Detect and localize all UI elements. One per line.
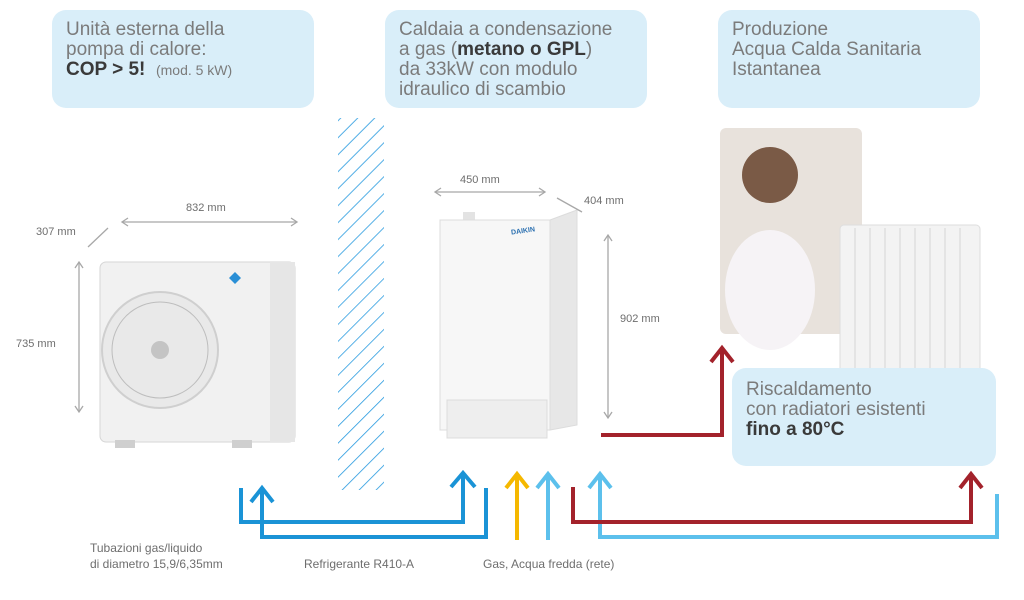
refrigerant-label: Refrigerante R410-A — [304, 557, 415, 571]
callout-text: Caldaia a condensazione — [399, 19, 613, 40]
label-text: di diametro 15,9/6,35mm — [90, 557, 223, 571]
callout-text: con radiatori esistenti — [746, 399, 926, 420]
outdoor-unit-callout: Unità esterna della pompa di calore: COP… — [52, 10, 314, 108]
fuel-highlight: metano o GPL — [457, 39, 586, 60]
bathroom-photo — [720, 128, 862, 350]
boiler-image — [439, 209, 578, 439]
callout-text: ) — [585, 39, 593, 60]
cold-water-pipe-2 — [587, 470, 999, 539]
callout-text: Acqua Calda Sanitaria — [732, 39, 922, 60]
cop-highlight: COP > 5! — [66, 59, 146, 80]
radiator-image — [839, 224, 981, 391]
callout-text: Riscaldamento — [746, 379, 872, 400]
model-note: (mod. 5 kW) — [155, 62, 233, 78]
callout-text: idraulico di scambio — [399, 79, 566, 100]
callout-text: Istantanea — [732, 59, 821, 80]
refrigerant-pipe-2 — [260, 488, 488, 539]
gas-water-label: Gas, Acqua fredda (rete) — [483, 557, 615, 571]
pipes-label: Tubazioni gas/liquido di diametro 15,9/6… — [90, 540, 223, 572]
callout-text: Produzione — [732, 19, 829, 40]
temperature-highlight: fino a 80°C — [746, 419, 845, 440]
boiler-callout: Caldaia a condensazione a gas (metano o … — [385, 10, 647, 108]
outdoor-depth-label: 307 mm — [36, 226, 76, 238]
gas-pipe — [504, 470, 530, 540]
heating-pipe — [601, 344, 735, 437]
heating-callout: Riscaldamento con radiatori esistenti fi… — [732, 368, 996, 466]
cold-water-pipe — [535, 470, 561, 540]
refrigerant-pipe-1 — [239, 475, 465, 524]
callout-text: Unità esterna della — [66, 19, 225, 40]
boiler-depth-label: 404 mm — [584, 195, 624, 207]
dhw-callout: Produzione Acqua Calda Sanitaria Istanta… — [718, 10, 980, 108]
callout-text: da 33kW con modulo — [399, 59, 578, 80]
callout-text: pompa di calore: — [66, 39, 207, 60]
outdoor-height-label: 735 mm — [16, 338, 56, 350]
wall-hatching — [338, 118, 384, 490]
boiler-width-label: 450 mm — [460, 174, 500, 186]
hot-water-pipe — [571, 470, 984, 524]
boiler-height-label: 902 mm — [620, 313, 660, 325]
label-text: Tubazioni gas/liquido — [90, 541, 203, 555]
dimension-lines — [74, 187, 613, 420]
callout-text: a gas ( — [399, 39, 458, 60]
outdoor-width-label: 832 mm — [186, 202, 226, 214]
outdoor-unit-image — [99, 261, 296, 448]
